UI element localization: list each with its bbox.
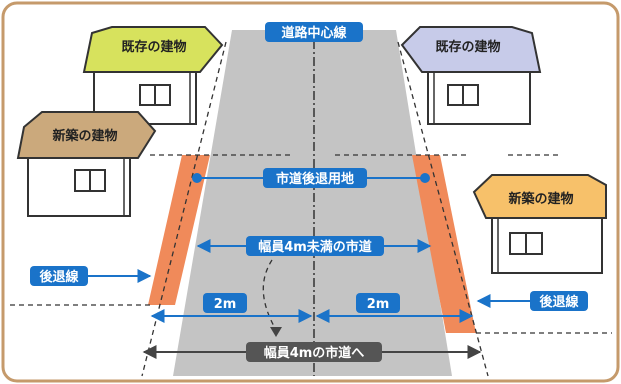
setback-line-left-badge (30, 266, 88, 286)
two-m-right-label: 2m (367, 297, 390, 312)
new-building-left (16, 111, 157, 217)
setback-strip-right (412, 155, 476, 333)
existing-building-right-label: 既存の建物 (435, 39, 500, 55)
road-width-badge (246, 236, 384, 256)
existing-building-right (400, 26, 542, 125)
two-m-left-label: 2m (214, 297, 237, 312)
setback-line-right-badge (530, 291, 588, 311)
setback-land-badge (263, 168, 367, 188)
road-width-label: 幅員4m未満の市道 (258, 239, 372, 255)
road (173, 30, 452, 376)
two-m-left-badge (203, 293, 247, 313)
two-m-right-badge (356, 293, 400, 313)
setback-land-label: 市道後退用地 (276, 171, 354, 187)
setback-line-left-label: 後退線 (39, 269, 79, 285)
dot-icon (192, 173, 202, 183)
existing-building-left (82, 26, 224, 125)
road-4m-badge (246, 342, 382, 362)
center-line-badge (265, 22, 363, 42)
dot-icon (420, 173, 430, 183)
setback-line-right-label: 後退線 (539, 294, 579, 310)
existing-building-left-label: 既存の建物 (121, 39, 186, 55)
new-building-left-label: 新築の建物 (52, 128, 117, 144)
center-line-label: 道路中心線 (281, 25, 347, 41)
arrow-icon (270, 327, 282, 337)
new-building-right (472, 174, 607, 274)
road-4m-label: 幅員4mの市道へ (264, 345, 365, 361)
new-building-right-label: 新築の建物 (508, 191, 573, 207)
